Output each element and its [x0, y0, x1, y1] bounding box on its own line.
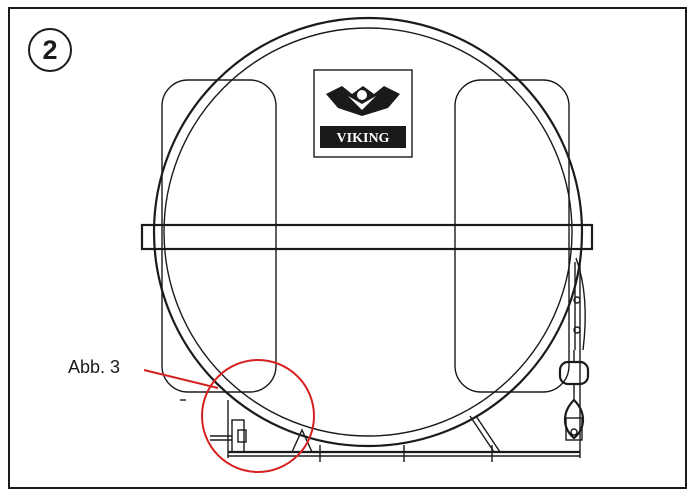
hydrostatic-release	[558, 257, 590, 441]
left-bracket	[210, 419, 247, 453]
viking-logo: VIKING	[313, 69, 413, 158]
figure-frame	[8, 7, 687, 489]
drum-ring	[152, 16, 584, 448]
step-number-badge: 2	[28, 28, 72, 72]
callout-label: Abb. 3	[68, 357, 121, 377]
cradle-frame	[227, 262, 581, 462]
logo-text: VIKING	[337, 131, 390, 146]
callout	[143, 359, 315, 473]
securing-band	[140, 223, 594, 251]
lid-panels	[161, 79, 570, 393]
